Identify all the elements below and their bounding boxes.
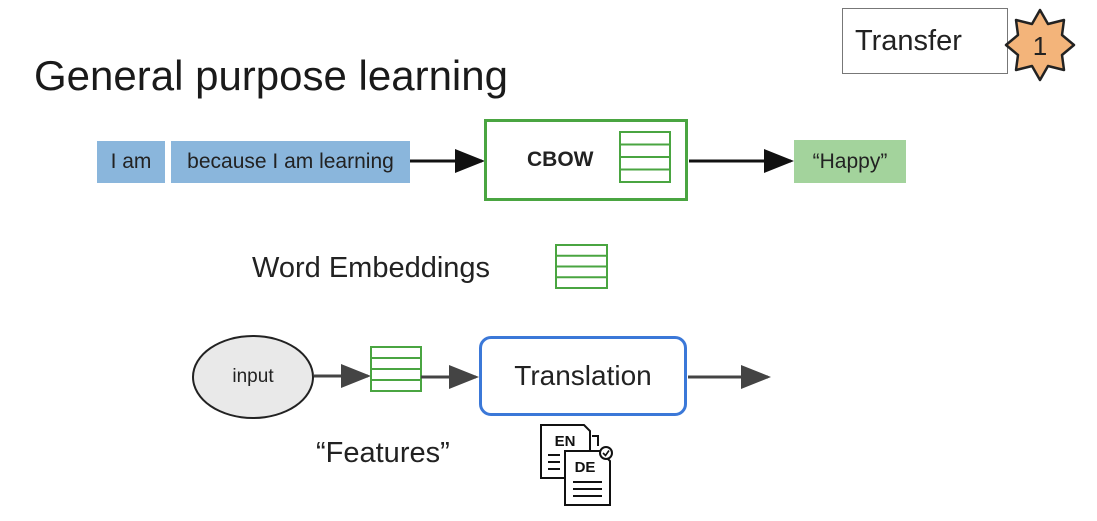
translation-model-label: Translation <box>514 360 652 391</box>
translation-model-box: Translation <box>479 336 687 416</box>
section-label-box: Transfer <box>842 8 1008 74</box>
step-badge: 1 <box>1004 8 1076 82</box>
context-token-left: I am <box>97 141 165 183</box>
cbow-model-label: CBOW <box>527 148 594 171</box>
section-label: Transfer <box>855 24 962 57</box>
source-lang-label: EN <box>555 433 576 450</box>
cbow-model-box <box>484 119 688 201</box>
target-lang-label: DE <box>575 459 596 476</box>
predicted-word: “Happy” <box>794 140 906 183</box>
embedding-matrix-icon <box>555 244 608 289</box>
word-embeddings-label: Word Embeddings <box>252 252 491 284</box>
input-node: input <box>192 335 314 419</box>
features-label: “Features” <box>316 437 450 469</box>
input-node-label: input <box>232 366 274 387</box>
badge-number: 1 <box>1033 31 1047 61</box>
slide-title: General purpose learning <box>34 52 508 99</box>
checkmark-badge-icon <box>599 446 613 460</box>
badge-star-icon <box>1004 8 1076 82</box>
context-token-right: because I am learning <box>171 141 410 183</box>
cbow-embedding-icon <box>619 131 671 183</box>
features-matrix-icon <box>370 346 422 392</box>
translation-document-icon: EN DE <box>540 424 613 506</box>
